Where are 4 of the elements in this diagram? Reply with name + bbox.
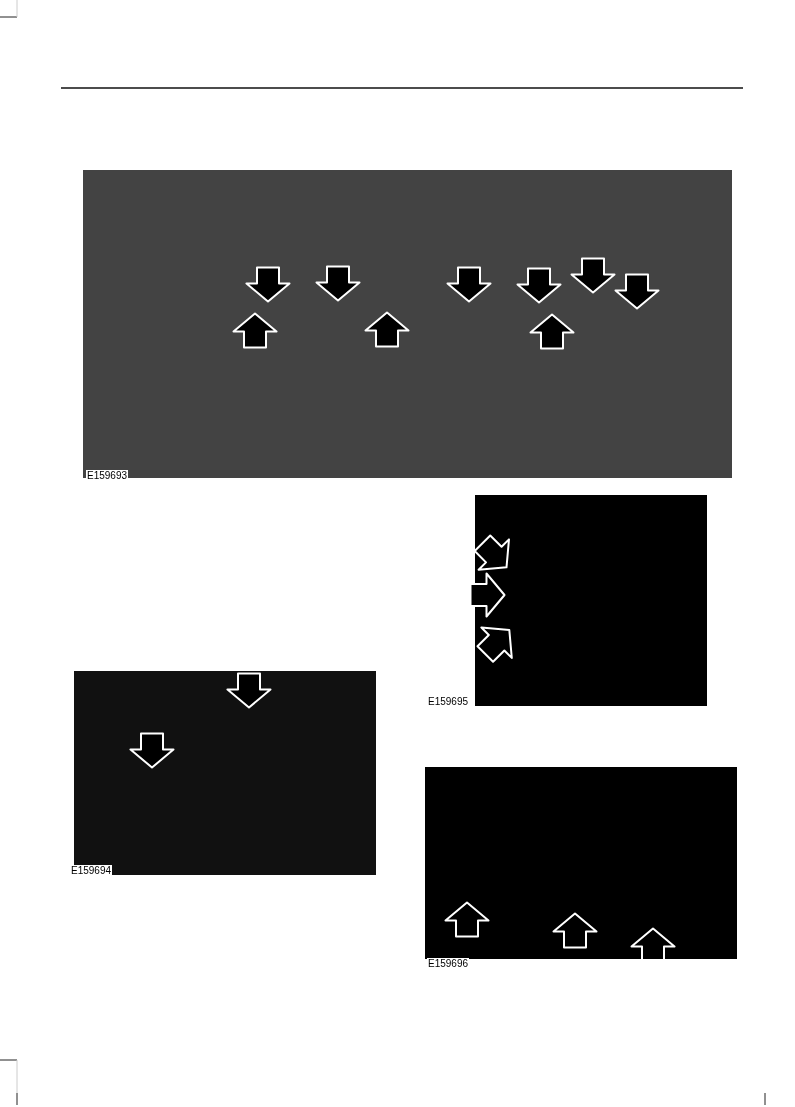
figure-code: E159695: [427, 696, 470, 707]
figure-code: E159693: [86, 470, 129, 481]
figure-code: E159694: [70, 865, 113, 876]
figure-code: E159696: [427, 958, 470, 969]
